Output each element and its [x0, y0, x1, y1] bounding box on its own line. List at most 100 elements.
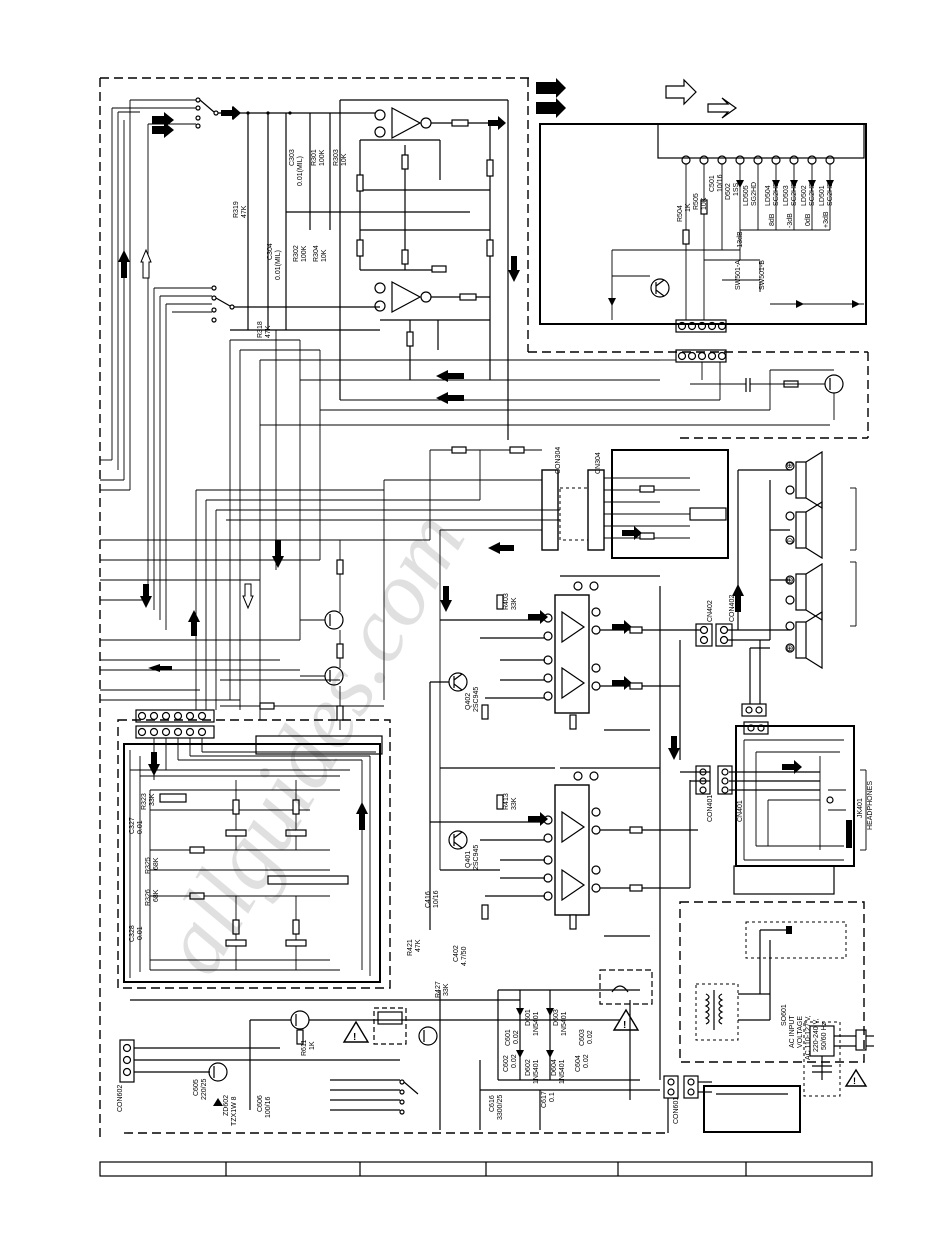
con304-cn304-connectors: [384, 446, 729, 870]
label-c327-value: 0.01: [137, 820, 144, 834]
svg-text:!: !: [623, 1020, 626, 1031]
label-c605-value: 220/25: [201, 1078, 208, 1100]
label-ac-input: AC INPUT: [789, 1015, 796, 1048]
label-r303: R303: [333, 149, 340, 166]
signal-legend-arrows: [536, 78, 738, 119]
label-con401: CON401: [707, 795, 714, 822]
label-c602-value: 0.02: [511, 1054, 518, 1068]
label-c604-value: 0.02: [583, 1054, 590, 1068]
svg-text:⊕: ⊕: [786, 460, 794, 470]
label-r611: R611: [301, 1040, 308, 1056]
svg-text:⊕: ⊕: [786, 643, 794, 653]
input-selector-switch-top: [195, 97, 360, 129]
power-supply-section: ! !: [119, 969, 801, 1133]
label-8db: 8dB: [769, 213, 776, 226]
label-ld503-value: SG2HD: [791, 182, 798, 206]
label-c606-value: 100/16: [265, 1096, 272, 1118]
label-sw501b: SW501-B: [759, 260, 766, 290]
label-plus3db: +3dB: [823, 211, 830, 228]
label-ld504-value: SG2HD: [773, 182, 780, 206]
label-ld504: LD504: [765, 185, 772, 206]
label-r504: R504: [677, 205, 684, 222]
label-jk401: JK401: [857, 798, 864, 818]
label-c601: C601: [505, 1029, 512, 1046]
label-cn401: CN401: [737, 800, 744, 822]
label-sw501a: SW501-A: [735, 260, 742, 290]
label-q402-value: 2SC945: [473, 687, 480, 712]
label-q401: Q401: [465, 851, 472, 868]
power-amp-ic-upper: [429, 575, 700, 1080]
svg-text:⊕: ⊕: [786, 575, 794, 585]
transformer-ac-input: !: [679, 901, 874, 1097]
label-r611-value: 1K: [309, 1041, 316, 1050]
label-c602: C602: [503, 1055, 510, 1072]
label-ld502: LD502: [801, 185, 808, 206]
label-d602: D602: [525, 1059, 532, 1076]
power-amp-ic-lower: [430, 767, 698, 937]
label-r323-value: 33K: [149, 793, 156, 806]
label-ac-range-2: 220-240 V,: [813, 1018, 820, 1052]
label-ld501-value: SG2HD: [827, 182, 834, 206]
title-strip: [99, 1161, 873, 1177]
label-c416: C416: [425, 891, 432, 908]
label-c616: C616: [489, 1095, 496, 1112]
label-c603-value: 0.02: [587, 1030, 594, 1044]
label-cn304: CN304: [595, 452, 602, 474]
label-headphones: HEADPHONES: [867, 781, 874, 830]
label-d603: D603: [553, 1009, 560, 1026]
svg-text:!: !: [353, 1032, 356, 1043]
label-c416-value: 10/16: [433, 890, 440, 908]
label-zd602: ZD602: [223, 1095, 230, 1116]
label-con402: CON402: [729, 595, 736, 622]
label-ld505-value: SG2HD: [751, 182, 758, 206]
label-r403: R403: [503, 593, 510, 610]
label-ld503: LD503: [783, 185, 790, 206]
label-r325-value: 68K: [153, 857, 160, 870]
component-labels: R319 47K C303 0.01(MIL) R301 100K R303 1…: [117, 149, 874, 1126]
label-c304: C304: [267, 243, 274, 260]
label-r304-value: 10K: [321, 249, 328, 262]
top-opamp-section: [221, 99, 520, 440]
label-c603: C603: [579, 1029, 586, 1046]
preamp-transistors: [220, 480, 385, 730]
label-zd602-value: TZX1W 8: [231, 1096, 238, 1126]
label-c328-value: 0.01: [137, 926, 144, 940]
label-d604: D604: [551, 1059, 558, 1076]
left-bus-arrows: [118, 112, 284, 672]
label-c303-value: 0.01(MIL): [297, 156, 304, 186]
label-c402-value: 4.7/50: [461, 946, 468, 966]
label-d604-value: 1N5401: [559, 1059, 566, 1084]
label-ac-frequency: 50/60 Hz: [821, 1021, 828, 1050]
label-r301: R301: [311, 149, 318, 166]
label-cn402: CN402: [707, 600, 714, 622]
label-c605: C605: [193, 1079, 200, 1096]
label-r323: R323: [141, 793, 148, 810]
label-r326: R326: [145, 889, 152, 906]
label-r302-value: 100K: [301, 245, 308, 262]
label-q402: Q402: [465, 693, 472, 710]
label-c402: C402: [453, 945, 460, 962]
watermark: allguides.com: [139, 494, 484, 990]
label-r504-value: 1K: [685, 203, 692, 212]
label-r326-value: 68K: [153, 889, 160, 902]
label-c616-value: 3300/25: [497, 1095, 504, 1120]
label-d502-value: 1SS: [733, 182, 740, 196]
svg-text:⊖: ⊖: [786, 536, 794, 546]
label-c617: C617: [541, 1091, 548, 1108]
label-d602-value: 1N5401: [533, 1059, 540, 1084]
input-selector-switch-lower: [211, 285, 380, 323]
speaker-output-section: ⊕ ⊖ ⊕ ⊕: [695, 450, 857, 670]
label-r413: R413: [503, 793, 510, 810]
label-con601: CON601: [673, 1097, 680, 1124]
label-r303-value: 10K: [341, 153, 348, 166]
label-r427: R427: [435, 981, 442, 998]
led-display-board: [539, 123, 867, 325]
outer-frame: [99, 77, 869, 1140]
label-minus3db: -3dB: [787, 213, 794, 228]
label-d603-value: 1N5401: [561, 1011, 568, 1036]
label-r325: R325: [145, 857, 152, 874]
label-r302: R302: [293, 245, 300, 262]
label-ld505: LD505: [743, 185, 750, 206]
label-minus13db: -13dB: [737, 231, 744, 250]
label-r505: R505: [693, 193, 700, 210]
